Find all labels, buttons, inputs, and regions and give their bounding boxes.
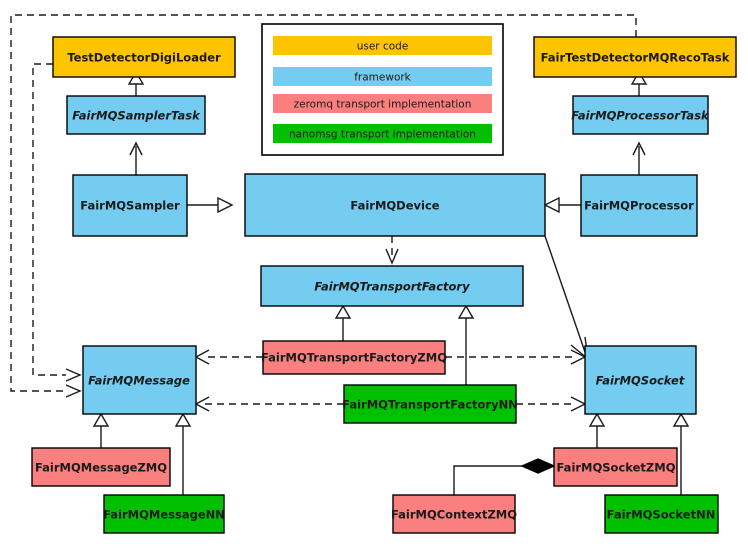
edge-socketzmq-to-socket xyxy=(588,412,606,448)
class-label-fairmqprocessortask: FairMQProcessorTask xyxy=(571,109,710,123)
edge-socketnn-to-socket xyxy=(672,412,690,495)
class-node-fairmqprocessor[interactable]: FairMQProcessor xyxy=(580,174,698,237)
class-box-fairmqmessagezmq[interactable] xyxy=(31,447,171,487)
legend-swatch-user-code xyxy=(273,36,492,55)
class-label-fairmqdevice: FairMQDevice xyxy=(350,199,439,213)
edge-processor-to-processortask xyxy=(632,141,646,175)
class-node-fairmqsocketnn[interactable]: FairMQSocketNN xyxy=(604,494,719,534)
legend-swatch-framework xyxy=(273,67,492,86)
class-label-fairmqsocketnn: FairMQSocketNN xyxy=(607,508,716,522)
edge-tfnn-to-socket xyxy=(516,396,587,412)
class-node-fairtestdetectormqrecotask[interactable]: FairTestDetectorMQRecoTask xyxy=(533,36,737,78)
class-label-fairmqtransportfactorynn: FairMQTransportFactoryNN xyxy=(342,398,518,412)
legend: user code framework zeromq transport imp… xyxy=(261,23,504,156)
class-box-testdetectordigiloader[interactable] xyxy=(52,36,236,78)
edge-digiloader-to-message xyxy=(32,63,82,382)
legend-label-nanomsg: nanomsg transport implementation xyxy=(289,129,476,141)
class-box-fairmqmessagenn[interactable] xyxy=(103,494,225,534)
class-label-fairmqtransportfactory: FairMQTransportFactory xyxy=(314,280,470,294)
class-node-fairmqsocketzmq[interactable]: FairMQSocketZMQ xyxy=(553,447,678,487)
edge-device-to-socket xyxy=(544,235,589,361)
class-node-testdetectordigiloader[interactable]: TestDetectorDigiLoader xyxy=(52,36,236,78)
class-box-fairtestdetectormqrecotask[interactable] xyxy=(533,36,737,78)
legend-swatch-nanomsg xyxy=(273,124,492,143)
class-node-fairmqsampler[interactable]: FairMQSampler xyxy=(72,174,188,237)
class-label-fairmqsocket: FairMQSocket xyxy=(596,374,685,388)
legend-item-zeromq: zeromq transport implementation xyxy=(273,94,492,113)
class-node-fairmqmessagenn[interactable]: FairMQMessageNN xyxy=(103,494,225,534)
class-node-fairmqmessage[interactable]: FairMQMessage xyxy=(82,345,197,415)
class-box-fairmqdevice[interactable] xyxy=(244,173,546,237)
class-node-fairmqtransportfactorynn[interactable]: FairMQTransportFactoryNN xyxy=(342,384,518,424)
edge-tfzmq-to-transportfactory xyxy=(334,304,352,341)
legend-item-user-code: user code xyxy=(273,36,492,55)
edge-tfnn-to-message xyxy=(194,396,344,412)
edge-tfzmq-to-message xyxy=(194,349,263,365)
class-node-fairmqcontextzmq[interactable]: FairMQContextZMQ xyxy=(391,494,517,534)
class-label-fairmqcontextzmq: FairMQContextZMQ xyxy=(391,508,517,522)
edge-samplertask-to-digiloader xyxy=(127,70,145,96)
edge-messagezmq-to-message xyxy=(92,412,110,448)
legend-label-zeromq: zeromq transport implementation xyxy=(294,99,472,111)
class-label-fairmqprocessor: FairMQProcessor xyxy=(584,199,694,213)
class-label-fairtestdetectormqrecotask: FairTestDetectorMQRecoTask xyxy=(541,51,730,65)
class-node-fairmqprocessortask[interactable]: FairMQProcessorTask xyxy=(571,95,710,135)
edge-device-to-transportfactory xyxy=(385,236,399,265)
edge-socketzmq-composition-contextzmq xyxy=(453,458,556,495)
class-box-fairmqprocessor[interactable] xyxy=(580,174,698,237)
edge-recotask-to-message xyxy=(10,14,637,398)
edge-sampler-to-device xyxy=(187,196,234,214)
class-label-testdetectordigiloader: TestDetectorDigiLoader xyxy=(67,51,221,65)
edge-layer: FairMQSocket (solid diagonal) --> xyxy=(10,14,690,495)
edge-tfnn-to-transportfactory xyxy=(457,304,475,385)
edge-messagenn-to-message xyxy=(174,412,192,495)
class-box-fairmqprocessortask[interactable] xyxy=(572,95,709,135)
class-box-fairmqmessage[interactable] xyxy=(82,345,197,415)
class-box-fairmqsocketnn[interactable] xyxy=(604,494,719,534)
class-node-fairmqdevice[interactable]: FairMQDevice xyxy=(244,173,546,237)
legend-item-nanomsg: nanomsg transport implementation xyxy=(273,124,492,143)
class-node-fairmqmessagezmq[interactable]: FairMQMessageZMQ xyxy=(31,447,171,487)
class-label-fairmqmessagezmq: FairMQMessageZMQ xyxy=(35,461,167,475)
edge-processortask-to-recotask xyxy=(630,70,648,96)
edge-sampler-to-samplertask xyxy=(129,141,143,175)
class-label-fairmqsamplertask: FairMQSamplerTask xyxy=(72,109,201,123)
class-box-fairmqsamplertask[interactable] xyxy=(66,95,206,135)
legend-swatch-zeromq xyxy=(273,94,492,113)
class-node-fairmqsamplertask[interactable]: FairMQSamplerTask xyxy=(66,95,206,135)
class-label-fairmqmessagenn: FairMQMessageNN xyxy=(103,508,225,522)
legend-item-framework: framework xyxy=(273,67,492,86)
node-layer: TestDetectorDigiLoader FairMQSamplerTask… xyxy=(31,36,737,534)
class-box-fairmqtransportfactoryzmq[interactable] xyxy=(262,340,446,375)
legend-label-framework: framework xyxy=(354,72,411,84)
edge-processor-to-device xyxy=(543,196,581,214)
class-box-fairmqtransportfactorynn[interactable] xyxy=(343,384,517,424)
class-node-fairmqtransportfactory[interactable]: FairMQTransportFactory xyxy=(260,265,524,307)
class-box-fairmqcontextzmq[interactable] xyxy=(392,494,516,534)
class-box-fairmqsocketzmq[interactable] xyxy=(553,447,678,487)
class-node-fairmqsocket[interactable]: FairMQSocket xyxy=(584,345,697,415)
class-label-fairmqsampler: FairMQSampler xyxy=(80,199,180,213)
legend-label-user-code: user code xyxy=(357,41,409,53)
class-label-fairmqtransportfactoryzmq: FairMQTransportFactoryZMQ xyxy=(261,351,447,365)
class-label-fairmqmessage: FairMQMessage xyxy=(88,374,190,388)
class-box-fairmqtransportfactory[interactable] xyxy=(260,265,524,307)
class-box-fairmqsampler[interactable] xyxy=(72,174,188,237)
class-box-fairmqsocket[interactable] xyxy=(584,345,697,415)
class-label-fairmqsocketzmq: FairMQSocketZMQ xyxy=(557,461,676,475)
class-node-fairmqtransportfactoryzmq[interactable]: FairMQTransportFactoryZMQ xyxy=(261,340,447,375)
